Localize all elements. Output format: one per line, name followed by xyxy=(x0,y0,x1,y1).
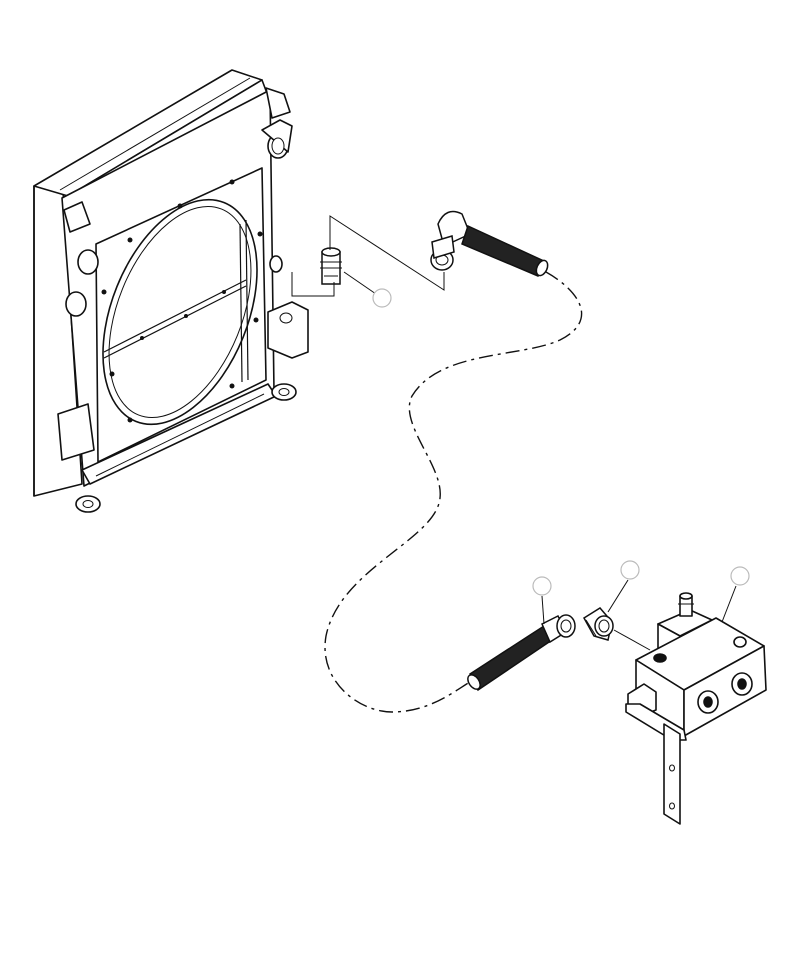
upper-hose-body xyxy=(461,224,548,277)
callout-4 xyxy=(730,566,750,586)
hose-routing-path xyxy=(324,271,583,713)
lower-hose-assembly xyxy=(467,614,576,692)
left-pipe-upper xyxy=(77,249,99,275)
callout-1 xyxy=(372,288,392,308)
straight-adapter-fitting xyxy=(320,247,342,285)
lower-leader-lines xyxy=(541,579,737,651)
radiator-port-block xyxy=(267,301,309,359)
left-lower-bracket xyxy=(57,403,95,461)
callout-circles xyxy=(372,288,750,596)
valve-top-port xyxy=(653,653,667,663)
callout-3 xyxy=(620,560,640,580)
right-pipe-stub xyxy=(269,255,283,273)
elbow-fitting xyxy=(582,607,614,641)
left-pipe-lower xyxy=(65,291,87,317)
top-bracket xyxy=(265,87,291,119)
lower-hose-body xyxy=(469,624,553,692)
valve-block-assembly xyxy=(625,592,767,825)
upper-hose-assembly xyxy=(430,210,549,277)
valve-mounting-bracket xyxy=(663,723,681,825)
upper-leader-lines xyxy=(291,215,445,297)
radiator-assembly xyxy=(33,69,309,513)
callout-2 xyxy=(532,576,552,596)
valve-block-right-face xyxy=(683,645,767,737)
